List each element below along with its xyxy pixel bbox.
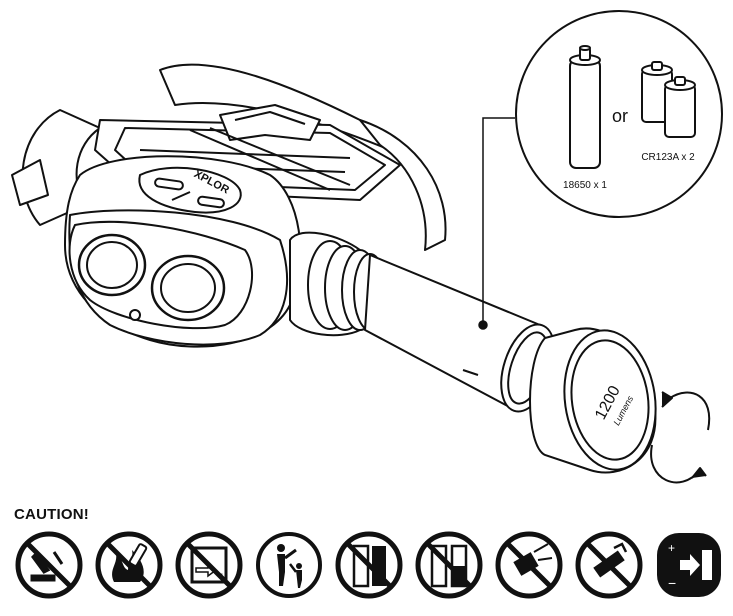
caution-title: CAUTION! [14,506,89,523]
battery-or-separator: or [612,106,628,126]
battery-18650-icon [569,45,601,169]
no-mixed-batteries-icon [415,531,483,599]
battery-cr123a-label: CR123A x 2 [641,152,695,163]
no-fire-icon [95,531,163,599]
correct-polarity-icon: + − [657,533,721,597]
battery-cr123a-icon [641,61,696,138]
rotate-arrows-icon [650,391,711,484]
lens-right [150,254,226,322]
no-impact-icon [15,531,83,599]
no-short-circuit-icon [335,531,403,599]
headlamp-illustration: 1200 Lumens XPLOR 18650 x 1 or CR [11,10,723,484]
lamp-body [64,155,556,413]
battery-leader-line [478,117,515,330]
keep-from-children-icon [256,532,322,598]
lens-left [77,233,147,297]
no-crushing-icon [575,531,643,599]
caution-icons-row: + − [14,530,722,610]
no-disassembly-icon [495,531,563,599]
no-reverse-polarity-icon: + − [175,531,243,599]
tail-cap: 1200 Lumens [529,327,657,474]
battery-options-inset: 18650 x 1 or CR123A x 2 [515,10,723,218]
svg-text:+: + [668,541,675,555]
svg-text:−: − [668,575,676,591]
battery-18650-label: 18650 x 1 [563,180,607,191]
